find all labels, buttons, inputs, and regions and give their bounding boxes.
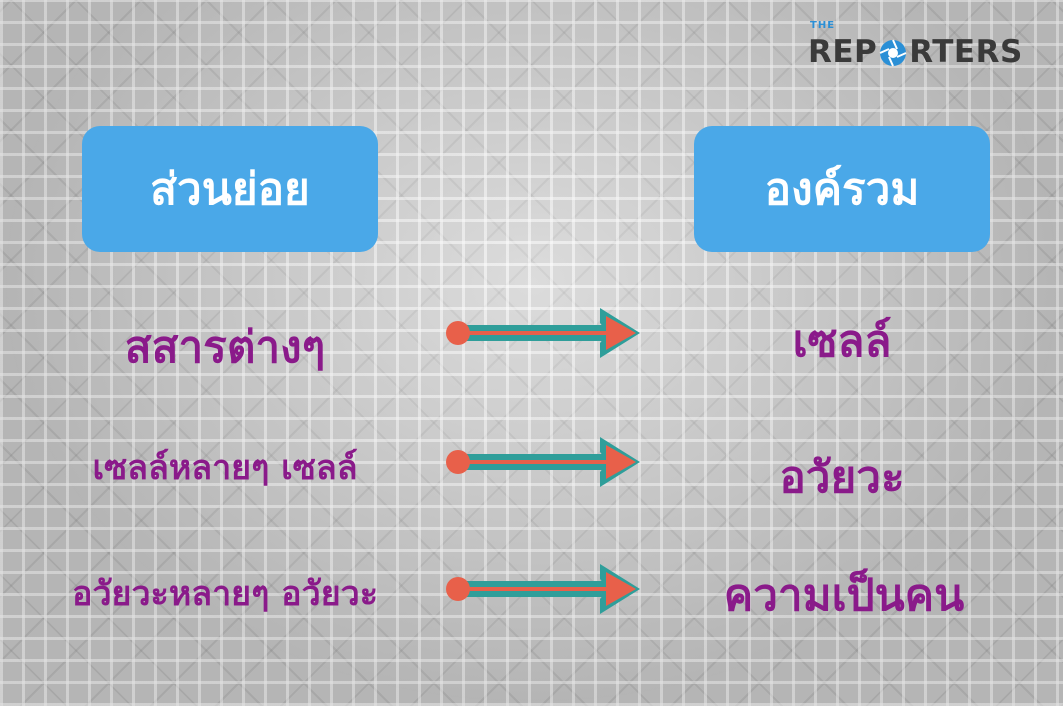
camera-aperture-icon: [879, 39, 907, 66]
right-arrow-icon: [446, 308, 640, 358]
header-whole-label: องค์รวม: [764, 164, 920, 215]
logo-part-2: RTERS: [909, 34, 1023, 70]
row-2-left-label: เซลล์หลายๆ เซลล์: [92, 448, 358, 488]
right-arrow-icon: [446, 437, 640, 487]
header-whole-box: องค์รวม: [694, 126, 990, 252]
row-1-right-label: เซลล์: [792, 316, 892, 367]
logo-the: THE: [810, 20, 836, 31]
logo-wordmark: REP RTERS: [808, 37, 1023, 68]
row-3-right-label: ความเป็นคน: [723, 570, 965, 621]
row-2-right-label: อวัยวะ: [779, 452, 905, 503]
reporters-logo: THE REP RTERS: [808, 20, 1023, 68]
row-3-left-label: อวัยวะหลายๆ อวัยวะ: [72, 574, 378, 614]
header-parts-box: ส่วนย่อย: [82, 126, 378, 252]
row-1-left-label: สสารต่างๆ: [124, 322, 326, 373]
logo-part-1: REP: [808, 34, 878, 70]
header-parts-label: ส่วนย่อย: [150, 164, 310, 215]
right-arrow-icon: [446, 564, 640, 614]
